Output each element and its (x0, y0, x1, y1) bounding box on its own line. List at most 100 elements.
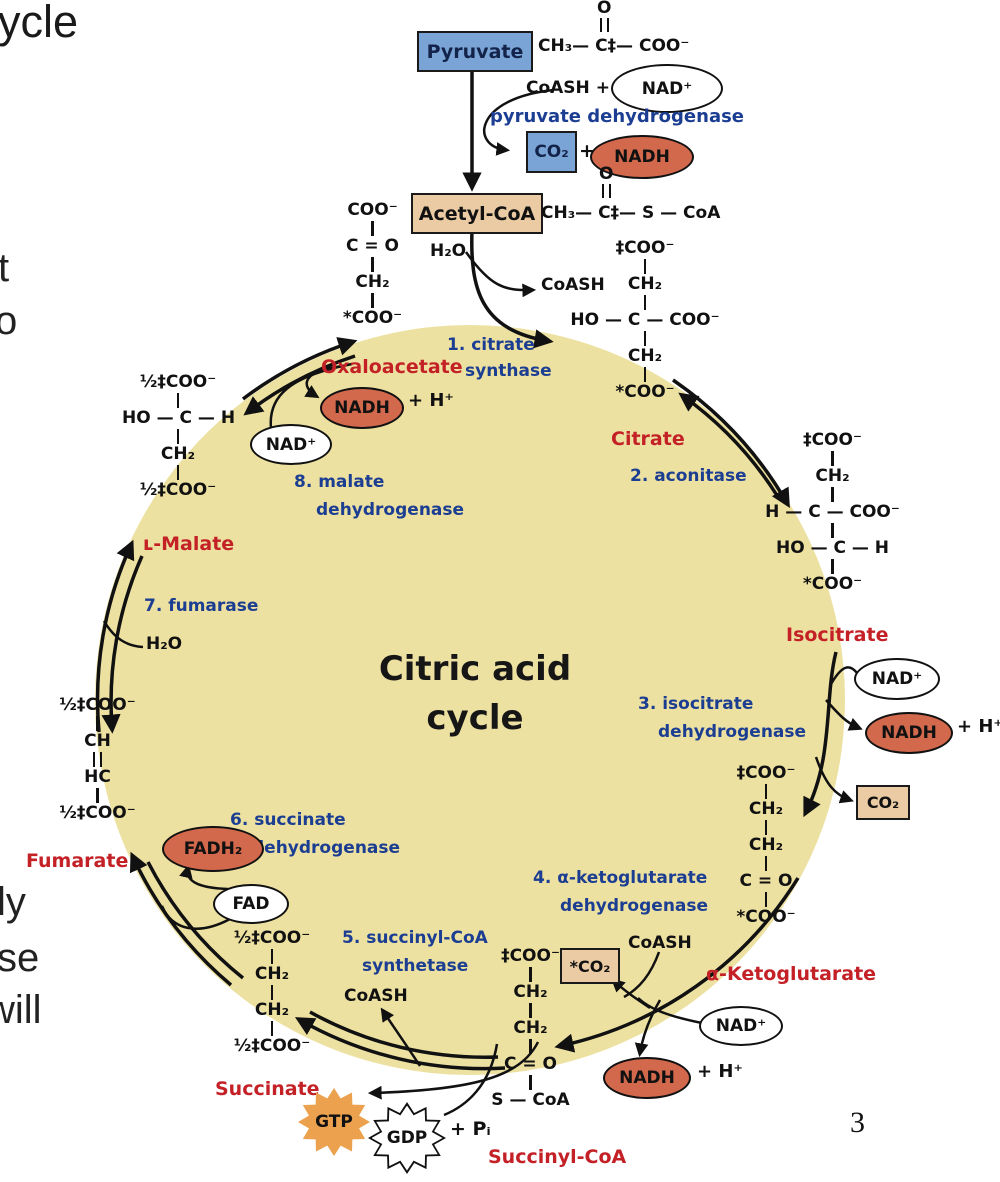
pyruvate-box: Pyruvate (417, 31, 533, 72)
coash-plus-label: CoASH + (526, 78, 610, 98)
malate-to-oxaloacetate-arc (241, 337, 358, 401)
co2-box-top: CO₂ (526, 131, 577, 173)
enzyme-8-line1: 8. malate (294, 472, 385, 492)
enzyme-3-line2: dehydrogenase (658, 722, 807, 742)
slide-title-fragment: ycle (0, 0, 79, 47)
enzyme-1-line1: 1. citrate (447, 335, 535, 355)
left-text-fragment: will (0, 988, 42, 1032)
enzyme-2: 2. aconitase (630, 466, 747, 486)
aconitase-arc-reverse (678, 392, 780, 498)
fumarate-to-malate-arc-reverse (101, 555, 144, 734)
left-text-fragment: ly (0, 880, 26, 924)
succinate-to-fumarate-arc-inner (146, 861, 245, 980)
plus-h-label: + H⁺ (408, 390, 454, 411)
cycle-center-title-line2: cycle (426, 698, 524, 739)
acetyl-coa-box: Acetyl-CoA (411, 193, 543, 234)
enzyme-4-line2: dehydrogenase (560, 896, 709, 916)
citrate-label: Citrate (611, 428, 685, 450)
succinylcoa-to-succinate-arc (294, 1017, 506, 1071)
citric-acid-cycle-disc (95, 325, 845, 1075)
pyruvate-formula: CH₃— C‡— COO⁻ (538, 36, 690, 56)
acetylcoa-entry-arrow (470, 229, 554, 349)
oxaloacetate-label: Oxaloacetate (321, 356, 463, 378)
co2-akg-arrow (610, 978, 651, 1010)
fad-fadh2-arrow (179, 863, 229, 891)
cycle-center-title-line1: Citric acid (378, 649, 572, 689)
cycle-center-title: Citric acid cycle (340, 645, 610, 744)
akg-to-succinylcoa-arc (554, 877, 800, 1053)
fad-arc-line (160, 905, 231, 930)
enzyme-5-line2: synthetase (362, 956, 469, 976)
enzyme-8-line2: dehydrogenase (316, 500, 465, 520)
pyruvate-dehydrogenase-label: pyruvate dehydrogenase (490, 106, 745, 127)
nad-oval-top: NAD⁺ (611, 64, 723, 113)
enzyme-6-line1: 6. succinate (230, 810, 346, 830)
nadh-oval-isocitrate: NADH (865, 712, 953, 754)
malate-label: ʟ-Malate (143, 533, 235, 555)
gdp-in-line (443, 1043, 499, 1117)
aconitase-arc (672, 378, 790, 508)
h2o-coash-arrow (464, 251, 537, 298)
fadh2-oval: FADH₂ (162, 826, 264, 872)
coash-scoa-arrow (380, 1007, 422, 1067)
fumarate-label: Fumarate (26, 850, 129, 872)
left-text-fragment: o (0, 299, 18, 343)
acetyl-carbonyl-O: O (599, 164, 614, 184)
succinate-label: Succinate (215, 1078, 320, 1100)
h2o-fumarase-line (102, 620, 144, 649)
fumarate-to-malate-arc (95, 539, 135, 733)
nadh-oval-top: NADH (590, 135, 694, 179)
isocitrate-label: Isocitrate (786, 624, 889, 646)
pdh-cofactor-arrow (483, 88, 555, 156)
pyruvate-carbonyl-O: O (597, 0, 612, 18)
plus-h-label: + H⁺ (697, 1061, 743, 1082)
enzyme-3-line1: 3. isocitrate (638, 694, 754, 714)
nad-oval-akg: NAD⁺ (699, 1006, 783, 1046)
enzyme-5-line1: 5. succinyl-CoA (342, 928, 488, 948)
nad-oval-malate: NAD⁺ (250, 424, 332, 465)
double-bond (600, 18, 609, 32)
co2-box-isocitrate: CO₂ (856, 785, 910, 820)
coash-akg-line (623, 951, 661, 999)
coash-label-akg: CoASH (628, 933, 692, 953)
coash-label-scoa: CoASH (344, 986, 408, 1006)
enzyme-1-line2: synthase (465, 361, 552, 381)
nad-oval-isocitrate: NAD⁺ (854, 658, 940, 700)
succinyl-coa-label: Succinyl-CoA (488, 1146, 627, 1168)
succinylcoa-to-succinate-arc-inner (309, 1010, 499, 1059)
plus-h-label: + H⁺ (957, 716, 1000, 737)
acetyl-coa-formula: CH₃— C‡— S — CoA (541, 203, 721, 223)
isocitrate-to-akg-arrow (803, 651, 838, 818)
left-text-fragment: t (0, 246, 10, 290)
enzyme-4-line1: 4. α-ketoglutarate (533, 868, 708, 888)
fad-oval: FAD (213, 884, 289, 924)
nadh-oval-oaa: NADH (320, 387, 404, 429)
h2o-label: H₂O (430, 241, 467, 261)
plus-pi-label: + Pᵢ (450, 1118, 491, 1140)
co2-box-akg: *CO₂ (560, 948, 620, 984)
succinate-to-fumarate-arc (129, 851, 233, 987)
co2-icit-arrow (814, 756, 854, 804)
left-text-fragment: se (0, 936, 40, 980)
enzyme-6-line2: dehydrogenase (252, 838, 401, 858)
coash-label: CoASH (541, 275, 605, 295)
nadh-icit-arrow (825, 699, 863, 731)
page-number: 3 (850, 1106, 865, 1139)
nadh-oaa-arrow (304, 364, 345, 399)
h2o-label-fumarase: H₂O (146, 634, 183, 654)
double-bond (602, 184, 611, 198)
nadh-oval-akg: NADH (603, 1057, 691, 1099)
nad-icit-line (828, 666, 858, 687)
nadh-akg-arrow (634, 999, 662, 1058)
alpha-ketoglutarate-label: α-Ketoglutarate (706, 963, 877, 985)
